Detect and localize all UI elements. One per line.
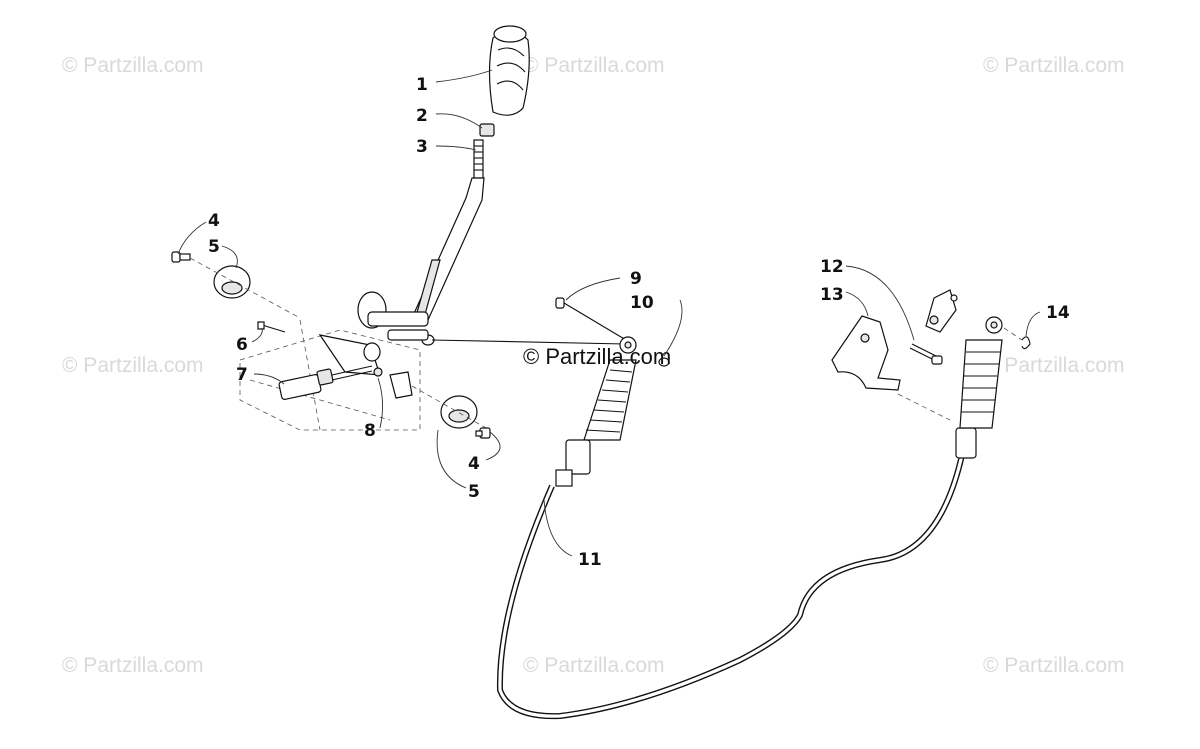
part-washer — [658, 357, 670, 367]
callout-labels: 1 2 3 4 5 6 7 8 4 5 9 10 11 12 13 14 — [208, 75, 1070, 570]
part-bolt-bottom — [475, 427, 491, 439]
callout-4-bottom: 4 — [468, 454, 480, 474]
watermark-bottom-center: © Partzilla.com — [523, 654, 665, 677]
part-nut — [479, 123, 495, 137]
part-shift-cable — [496, 316, 1003, 720]
watermarks: © Partzilla.com © Partzilla.com © Partzi… — [62, 54, 1125, 677]
watermark-center: © Partzilla.com — [523, 344, 671, 369]
callout-6: 6 — [236, 335, 248, 355]
part-mount-bracket — [239, 319, 421, 431]
part-screw — [257, 321, 286, 333]
watermark-top-right: © Partzilla.com — [983, 54, 1125, 77]
part-bolt-top — [171, 251, 191, 263]
leader-lines — [177, 69, 1041, 557]
callout-4-top: 4 — [208, 211, 220, 231]
callout-8: 8 — [364, 421, 376, 441]
part-pivot-link — [925, 289, 958, 333]
watermark-middle-right: © Partzilla.com — [983, 354, 1125, 377]
watermark-top-center: © Partzilla.com — [523, 54, 665, 77]
callout-1: 1 — [416, 75, 428, 95]
part-shift-knob — [488, 25, 530, 116]
callout-2: 2 — [416, 106, 428, 126]
part-cable-bracket — [831, 315, 951, 421]
callout-10: 10 — [630, 293, 654, 313]
link-line — [431, 339, 626, 345]
part-shift-lever — [357, 139, 485, 346]
callout-5-bottom: 5 — [468, 482, 480, 502]
part-cable-bolt — [555, 297, 627, 341]
watermark-bottom-left: © Partzilla.com — [62, 654, 204, 677]
callout-11: 11 — [578, 550, 602, 570]
part-clip — [1003, 327, 1031, 350]
part-small-nut — [373, 367, 383, 377]
callout-3: 3 — [416, 137, 428, 157]
watermark-top-left: © Partzilla.com — [62, 54, 204, 77]
callout-13: 13 — [820, 285, 844, 305]
part-bushing-plate-top — [189, 257, 301, 319]
part-bracket-bolt — [909, 343, 943, 365]
callout-7: 7 — [236, 365, 248, 385]
callout-14: 14 — [1046, 303, 1070, 323]
part-switch — [278, 365, 373, 401]
part-bushing-plate-bottom — [411, 385, 487, 429]
watermark-bottom-right: © Partzilla.com — [983, 654, 1125, 677]
callout-12: 12 — [820, 257, 844, 277]
callout-9: 9 — [630, 269, 642, 289]
watermark-middle-left: © Partzilla.com — [62, 354, 204, 377]
callout-5-top: 5 — [208, 237, 220, 257]
